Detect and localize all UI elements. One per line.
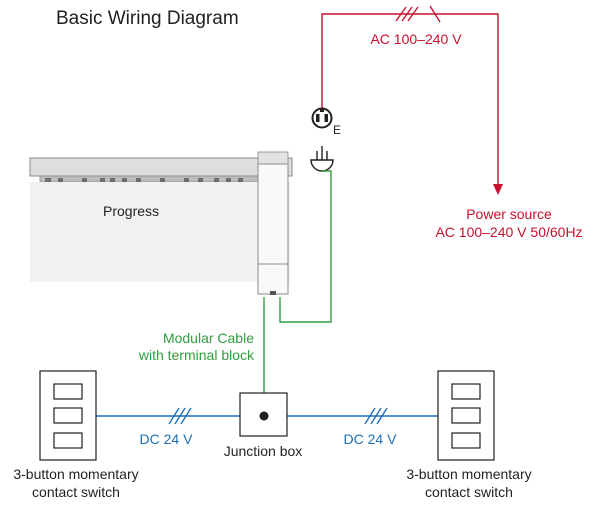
ac-line-label: AC 100–240 V: [370, 31, 462, 47]
switch-left-label-line1: 3-button momentary: [13, 466, 139, 482]
earthed-outlet-icon: [311, 107, 333, 129]
power-source-label-line2: AC 100–240 V 50/60Hz: [435, 224, 583, 240]
ac-power-line: [321, 5, 499, 186]
switch-right-label-line1: 3-button momentary: [406, 466, 532, 482]
plug-icon: [310, 146, 334, 172]
motor-label: Progress: [103, 203, 160, 219]
modular-cable-label-line1: Modular Cable: [162, 330, 254, 346]
dc-voltage-label-right: DC 24 V: [343, 431, 397, 447]
curtain-track-motor-icon: [29, 151, 293, 295]
power-source-label-line1: Power source: [466, 206, 552, 222]
switch-right-label-line2: contact switch: [425, 484, 513, 500]
modular-cable-label-line2: with terminal block: [138, 347, 254, 363]
switch-left-label-line2: contact switch: [32, 484, 120, 500]
three-button-switch-icon: [437, 370, 495, 461]
three-button-switch-icon: [39, 370, 97, 461]
modular-cable: [263, 170, 332, 410]
junction-box-icon: [239, 392, 288, 437]
diagram-title: Basic Wiring Diagram: [56, 8, 239, 29]
dc-wires: [96, 407, 438, 425]
junction-box-label: Junction box: [223, 443, 303, 459]
dc-voltage-label-left: DC 24 V: [139, 431, 193, 447]
power-source-arrow-icon: [493, 184, 503, 195]
earth-label: E: [333, 123, 342, 137]
